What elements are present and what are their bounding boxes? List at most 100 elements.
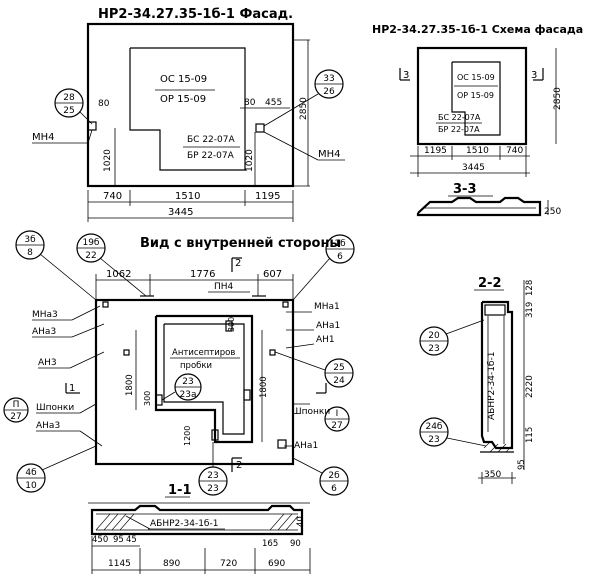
scheme-view: НР2-34.27.35-1б-1 Схема фасада ОС 15-09 …	[372, 23, 583, 177]
bubble-23: 23 23	[198, 442, 228, 496]
svg-text:1145: 1145	[108, 559, 131, 569]
bubble-20-23: 20 23	[419, 319, 485, 356]
svg-text:Шпонки: Шпонки	[36, 403, 74, 413]
svg-text:2: 2	[235, 258, 241, 269]
svg-text:1200: 1200	[183, 426, 192, 446]
svg-text:23: 23	[207, 484, 218, 494]
svg-text:1800: 1800	[125, 374, 135, 396]
inner-antiseptic-line-2: пробки	[180, 361, 212, 371]
facade-window-door-opening	[129, 47, 246, 171]
svg-text:24: 24	[333, 376, 345, 386]
svg-text:25: 25	[63, 106, 74, 116]
svg-text:1776: 1776	[190, 269, 215, 280]
bubble-p27: П 27	[3, 397, 29, 423]
svg-text:300: 300	[227, 317, 236, 332]
facade-plate-right	[255, 123, 265, 133]
section-1-1-title: 1-1	[168, 483, 192, 498]
svg-text:1195: 1195	[255, 191, 280, 202]
svg-text:1510: 1510	[175, 191, 200, 202]
svg-text:1800: 1800	[259, 376, 269, 398]
facade-plate-left	[87, 121, 97, 131]
svg-text:1020: 1020	[103, 149, 113, 172]
inner-opening-outer	[154, 314, 254, 444]
svg-text:АНа1: АНа1	[316, 321, 340, 331]
svg-text:450: 450	[92, 535, 108, 545]
svg-text:23: 23	[428, 435, 439, 445]
svg-text:80: 80	[98, 99, 110, 109]
svg-text:АНа3: АНа3	[36, 421, 60, 431]
facade-label-mn4-left: МН4	[32, 132, 55, 143]
section-1-1-profile	[90, 504, 304, 536]
bubble-19b: 19б 22	[76, 233, 147, 297]
svg-text:1б: 1б	[334, 239, 346, 249]
svg-text:319: 319	[525, 302, 535, 318]
bubble-3b: 3б 8	[15, 230, 97, 301]
section-2-2: 2-2 АБНР2-34-1б-1 128 319 2220 115 95 35…	[419, 276, 535, 484]
svg-text:П: П	[13, 400, 20, 410]
svg-text:3б: 3б	[24, 235, 36, 245]
svg-text:33: 33	[323, 74, 334, 84]
svg-text:МНа3: МНа3	[32, 310, 58, 320]
facade-view: НР2-34.27.35-1б-1 Фасад. ОС 15-09 ОР 15-…	[32, 7, 345, 222]
svg-text:ПН4: ПН4	[214, 282, 234, 292]
svg-text:95: 95	[113, 535, 124, 545]
facade-window-line-2: ОР 15-09	[160, 94, 206, 105]
facade-label-mn4-right: МН4	[318, 149, 341, 160]
scheme-panel-outline	[416, 46, 528, 146]
svg-text:455: 455	[265, 98, 282, 108]
svg-text:8: 8	[27, 248, 33, 258]
svg-text:720: 720	[220, 559, 237, 569]
svg-text:27: 27	[331, 421, 342, 431]
svg-text:23: 23	[182, 377, 193, 387]
svg-text:300: 300	[143, 391, 152, 406]
facade-door-line-2: БР 22-07А	[187, 151, 235, 161]
svg-text:МНа1: МНа1	[314, 302, 340, 312]
svg-text:128: 128	[525, 280, 535, 296]
svg-text:2220: 2220	[525, 375, 535, 398]
svg-text:АБНР2-34-1б-1: АБНР2-34-1б-1	[150, 519, 218, 529]
svg-text:ОР 15-09: ОР 15-09	[457, 91, 494, 100]
svg-text:3445: 3445	[462, 163, 485, 173]
bubble-4b: 4б 10	[16, 445, 97, 493]
svg-text:26: 26	[323, 87, 335, 97]
svg-text:250: 250	[544, 207, 561, 217]
inner-title: Вид с внутренней стороны	[140, 236, 341, 251]
bubble-24b-23: 24б 23	[419, 417, 487, 447]
svg-text:1510: 1510	[466, 146, 489, 156]
svg-text:740: 740	[103, 191, 122, 202]
inner-antiseptic-line-1: Антисептиров	[172, 348, 235, 358]
svg-text:28: 28	[63, 93, 75, 103]
bubble-2b: 2б 6	[292, 457, 349, 496]
svg-text:Шпонки: Шпонки	[292, 407, 330, 417]
svg-text:1062: 1062	[106, 269, 131, 280]
svg-text:АНа1: АНа1	[294, 441, 318, 451]
svg-text:90: 90	[290, 539, 301, 549]
facade-window-line-1: ОС 15-09	[160, 74, 207, 85]
svg-text:80: 80	[244, 98, 256, 108]
svg-text:23а: 23а	[180, 390, 197, 400]
svg-text:БС 22-07А: БС 22-07А	[438, 113, 481, 122]
section-1-1: 1-1 АБНР2-34-1б-1 450 95 45 1145	[88, 483, 311, 574]
svg-text:740: 740	[506, 146, 523, 156]
svg-text:23: 23	[207, 471, 218, 481]
facade-dim-total: 3445	[168, 207, 193, 218]
svg-text:2б: 2б	[328, 471, 340, 481]
scheme-title: НР2-34.27.35-1б-1 Схема фасада	[372, 23, 583, 36]
svg-text:АНа3: АНа3	[32, 327, 56, 337]
svg-text:10: 10	[25, 481, 37, 491]
inner-opening-inner	[163, 323, 245, 435]
svg-text:1195: 1195	[424, 146, 447, 156]
svg-text:40: 40	[296, 516, 306, 527]
svg-text:БР 22-07А: БР 22-07А	[438, 125, 480, 134]
svg-text:2: 2	[236, 460, 242, 471]
section-2-2-title: 2-2	[478, 276, 502, 291]
svg-text:25: 25	[333, 363, 344, 373]
svg-text:6: 6	[331, 484, 337, 494]
svg-text:607: 607	[263, 269, 282, 280]
facade-door-line-1: БС 22-07А	[187, 135, 235, 145]
svg-text:3: 3	[531, 70, 537, 81]
bubble-i27: I 27	[324, 406, 350, 432]
section-3-3: 3-3 250	[416, 182, 561, 217]
svg-text:I: I	[336, 409, 339, 419]
